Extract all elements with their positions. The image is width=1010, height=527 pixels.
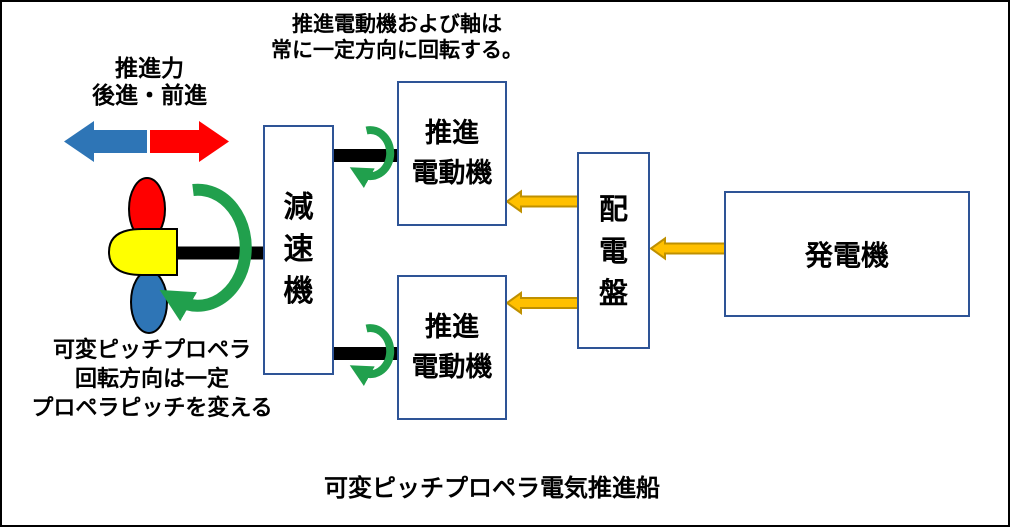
motor-rotation-note: 推進電動機および軸は 常に一定方向に回転する。 — [252, 11, 542, 63]
motor-rotation-note-line1: 推進電動機および軸は — [292, 12, 502, 36]
thrust-label-line2: 後進・前進 — [92, 83, 207, 109]
power-arrow-to-switchboard-icon — [649, 236, 727, 261]
reduction-gear-label: 減速機 — [283, 190, 314, 309]
propulsion-motor-top-box: 推進 電動機 — [397, 81, 507, 226]
propeller-blade-bottom — [130, 270, 168, 334]
reduction-gear-box: 減速機 — [263, 125, 334, 375]
propeller-note-line2: 回転方向は一定 — [74, 367, 229, 392]
thrust-label-line1: 推進力 — [115, 56, 184, 82]
propulsion-motor-top-line2: 電動機 — [411, 157, 493, 189]
thrust-label: 推進力 後進・前進 — [57, 56, 242, 110]
reverse-thrust-arrow-icon — [64, 121, 147, 162]
rotation-arrow-motor-bottom-icon — [349, 324, 395, 386]
propulsion-motor-bottom-line1: 推進 — [425, 311, 479, 343]
propeller-graphic — [107, 177, 178, 334]
forward-thrust-arrow-icon — [150, 121, 229, 162]
power-flow-arrows — [505, 189, 727, 315]
propeller-hub — [107, 228, 178, 276]
propulsion-motor-bottom-line2: 電動機 — [411, 351, 493, 383]
propeller-note-line3: プロペラピッチを変える — [31, 396, 273, 421]
generator-label: 発電機 — [804, 239, 889, 272]
thrust-direction-arrows — [64, 121, 229, 162]
rotation-arrow-motor-top-icon — [349, 126, 395, 188]
propulsion-motor-bottom-label: 推進 電動機 — [412, 308, 493, 388]
diagram-caption: 可変ピッチプロペラ電気推進船 — [324, 474, 660, 502]
motor-rotation-note-line2: 常に一定方向に回転する。 — [271, 38, 523, 62]
propeller-note-line1: 可変ピッチプロペラ — [52, 338, 251, 363]
power-arrow-to-motor-top-icon — [505, 189, 580, 214]
switchboard-box: 配電盤 — [577, 152, 650, 349]
propulsion-motor-top-line1: 推進 — [425, 117, 479, 149]
rotation-arrow-propeller-icon — [159, 183, 252, 322]
propulsion-motor-bottom-box: 推進 電動機 — [397, 275, 507, 420]
motor-bottom-shaft — [333, 347, 399, 360]
power-arrow-to-motor-bottom-icon — [505, 291, 580, 315]
propulsion-motor-top-label: 推進 電動機 — [412, 114, 493, 194]
generator-box: 発電機 — [724, 191, 970, 317]
switchboard-label: 配電盤 — [598, 191, 628, 310]
propeller-note: 可変ピッチプロペラ 回転方向は一定 プロペラピッチを変える — [12, 336, 292, 423]
motor-top-shaft — [333, 149, 399, 162]
